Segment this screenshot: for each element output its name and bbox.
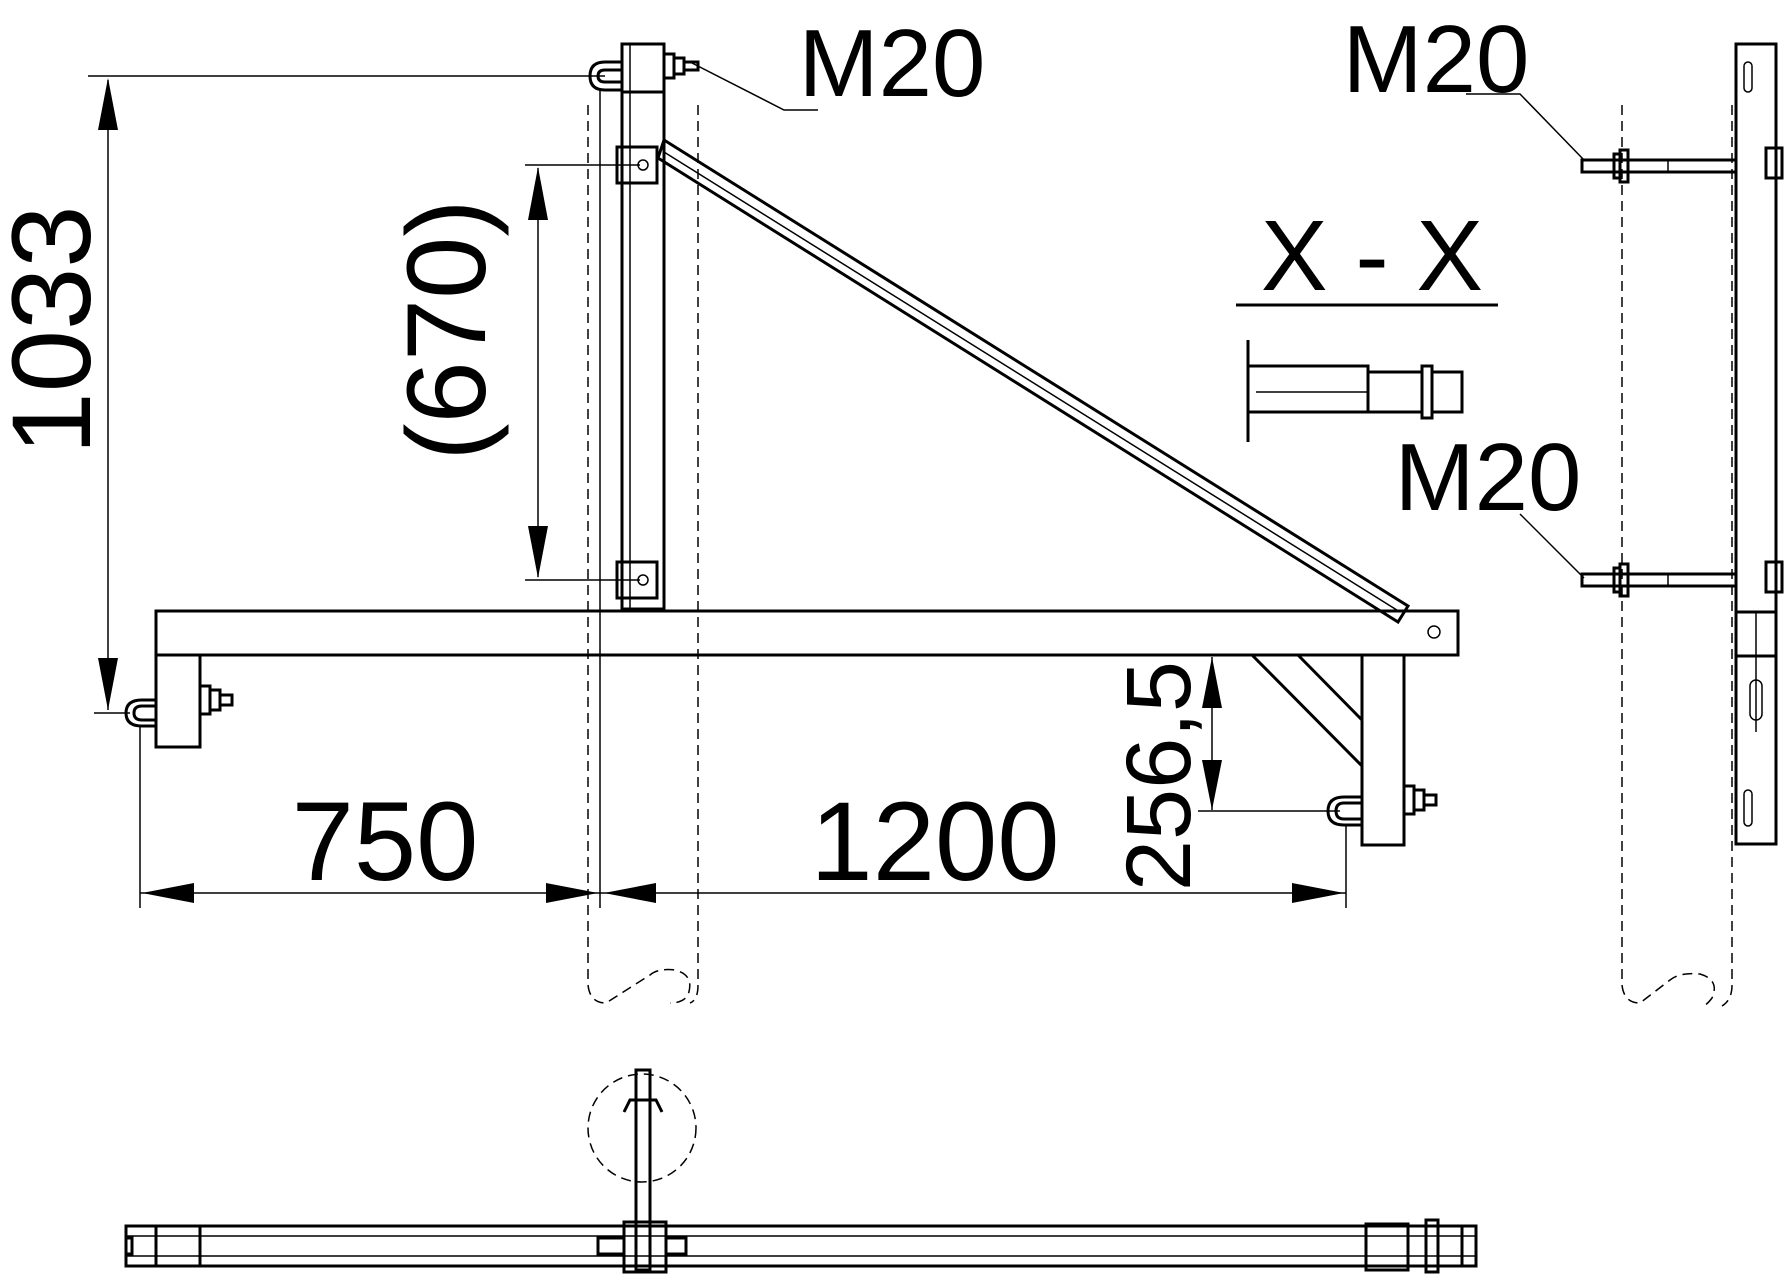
vertical-post <box>620 42 666 611</box>
dim-rear-offset: 750 <box>292 779 479 904</box>
horizontal-beam <box>154 609 1460 657</box>
side-view <box>1466 42 1784 1007</box>
right-hanger <box>1360 653 1406 847</box>
plan-view <box>124 1068 1478 1274</box>
dimension-lines <box>88 61 1347 908</box>
label-thread-top: M20 <box>799 10 986 117</box>
label-thread-side-mid: M20 <box>1395 424 1582 531</box>
plan-beam <box>124 1224 1478 1268</box>
label-thread-side-top: M20 <box>1343 6 1530 113</box>
section-title: X - X <box>1261 200 1483 312</box>
dim-total-height: 1033 <box>0 205 114 454</box>
dim-hook-drop: 256,5 <box>1108 661 1210 891</box>
post-cap <box>620 42 666 94</box>
arrow-up <box>98 78 118 130</box>
dim-brace-spacing: (670) <box>384 199 509 460</box>
pole-outline <box>587 105 699 1004</box>
dim-arm-length: 1200 <box>810 779 1059 904</box>
side-post <box>1734 42 1778 846</box>
left-hanger <box>154 653 202 749</box>
arrow-down <box>98 658 118 710</box>
pole-section <box>587 1073 697 1183</box>
lower-strut <box>1250 653 1364 768</box>
section-view: X - X <box>1236 200 1498 442</box>
diagonal-brace <box>656 137 1411 625</box>
